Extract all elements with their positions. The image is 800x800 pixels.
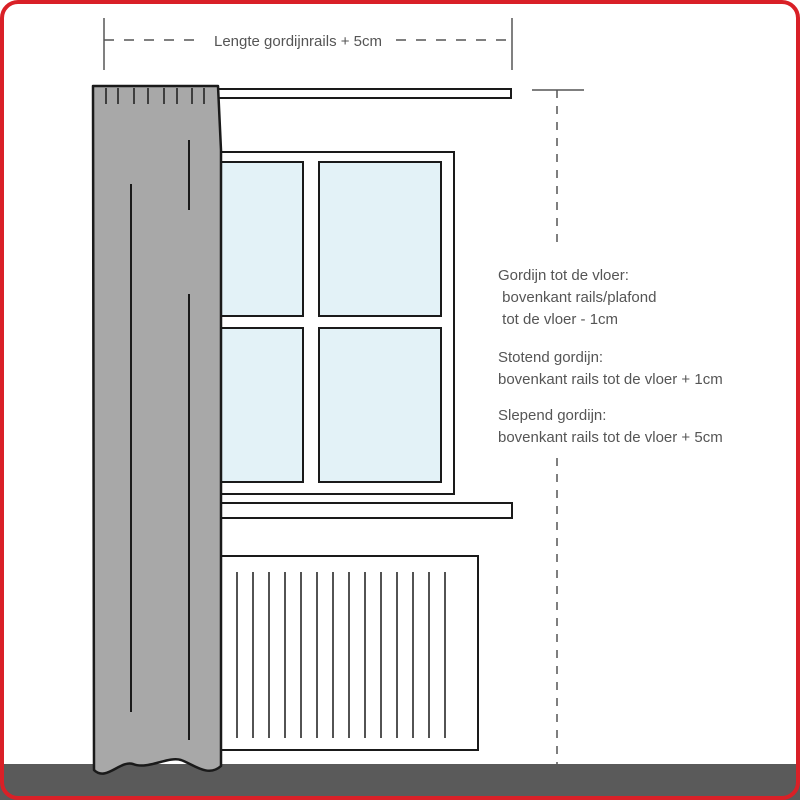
window-sill: [209, 502, 513, 519]
window-pane-top-left: [209, 161, 304, 317]
radiator: [209, 555, 479, 751]
stotend-line1: bovenkant rails tot de vloer + 1cm: [498, 371, 723, 388]
radiator-fins: [236, 572, 446, 738]
rail-length-dimension: [103, 18, 513, 70]
slepend-title: Slepend gordijn:: [498, 407, 606, 424]
floor-line2: tot de vloer - 1cm: [498, 311, 618, 328]
floor-line1: bovenkant rails/plafond: [498, 289, 656, 306]
floor-title: Gordijn tot de vloer:: [498, 267, 629, 284]
window-pane-bottom-left: [209, 327, 304, 483]
stotend-title: Stotend gordijn:: [498, 349, 603, 366]
height-dimension: [532, 89, 584, 764]
floor: [0, 764, 800, 800]
slepend-line1: bovenkant rails tot de vloer + 5cm: [498, 429, 723, 446]
instructions: Gordijn tot de vloer: bovenkant rails/pl…: [498, 267, 723, 446]
window-pane-bottom-right: [318, 327, 442, 483]
curtain: [91, 84, 223, 775]
curtain-folds: [130, 140, 190, 740]
curtain-rail: [204, 88, 512, 99]
window-pane-top-right: [318, 161, 442, 317]
rail-length-label: Lengte gordijnrails + 5cm: [214, 33, 382, 50]
curtain-pleats: [105, 88, 205, 104]
